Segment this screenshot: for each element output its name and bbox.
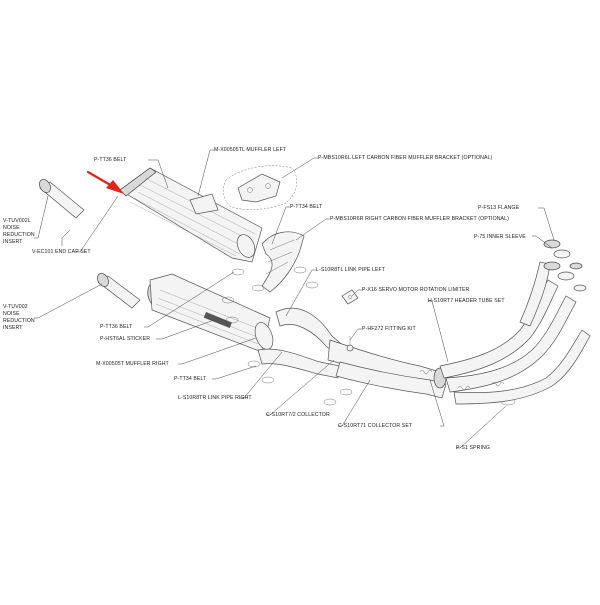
label-link-left: L-S10R8TL LINK PIPE LEFT <box>316 267 386 273</box>
leader-lines <box>34 149 555 449</box>
bracket-left-part <box>223 165 297 210</box>
label-fitting-kit: P-HF272 FITTING KIT <box>362 326 417 332</box>
label-muffler-right: M-X00505T MUFFLER RIGHT <box>96 361 170 367</box>
muffler-right <box>147 273 274 353</box>
pointer-arrow-icon <box>86 170 124 194</box>
label-header-tube: H-S10RT7 HEADER TUBE SET <box>428 298 505 304</box>
label-tuv002-line2: NOISE <box>3 311 20 317</box>
label-muffler-left: M-X00505TL MUFFLER LEFT <box>214 147 287 153</box>
fitting-kit-part <box>346 336 354 352</box>
collector-part <box>327 339 447 399</box>
label-tt36-top: P-TT36 BELT <box>94 157 127 163</box>
label-tuv002l-line4: INSERT <box>3 239 23 245</box>
servo-limiter-part <box>341 289 359 305</box>
label-tuv002-line3: REDUCTION <box>3 318 35 324</box>
label-collector-set: C-S10RT71 COLLECTOR SET <box>338 423 413 429</box>
label-spring: P-S1 SPRING <box>456 445 490 451</box>
labels: P-TT36 BELT M-X00505TL MUFFLER LEFT P-MB… <box>3 147 526 451</box>
label-tuv002l-line2: NOISE <box>3 225 20 231</box>
noise-insert-left <box>39 179 85 219</box>
label-link-right: L-S10R8TR LINK PIPE RIGHT <box>178 395 252 401</box>
label-bracket-right: P-MBS10R6R RIGHT CARBON FIBER MUFFLER BR… <box>330 216 509 222</box>
header-tube-set <box>439 261 591 405</box>
label-tuv002-line4: INSERT <box>3 325 23 331</box>
label-collector: C-S10RT7/2 COLLECTOR <box>266 412 330 418</box>
bracket-right-part <box>261 231 305 293</box>
label-sticker: P-HST6AL STICKER <box>100 336 150 342</box>
label-tuv002l-line1: V-TUV002L <box>3 218 31 224</box>
label-tuv002l-line3: REDUCTION <box>3 232 35 238</box>
flanges <box>543 239 587 292</box>
noise-insert-right <box>97 273 141 309</box>
label-tt34-top: P-TT34 BELT <box>290 204 323 210</box>
springs <box>419 369 505 391</box>
belt-clamps <box>221 266 516 406</box>
label-tuv002-line1: V-TUV002 <box>3 304 28 310</box>
label-servo-limiter: P-X16 SERVO MOTOR ROTATION LIMITER <box>362 287 470 293</box>
label-inner-sleeve: P-75 INNER SLEEVE <box>474 234 526 240</box>
label-tt36-mid: P-TT36 BELT <box>100 324 133 330</box>
label-bracket-left: P-MBS10R6L LEFT CARBON FIBER MUFFLER BRA… <box>318 155 492 161</box>
muffler-left <box>119 167 263 263</box>
label-tt34-mid: P-TT34 BELT <box>174 376 207 382</box>
label-fs13-flange: P-FS13 FLANGE <box>478 205 520 211</box>
label-end-cap: V-EC101 END CAP SET <box>32 249 91 255</box>
